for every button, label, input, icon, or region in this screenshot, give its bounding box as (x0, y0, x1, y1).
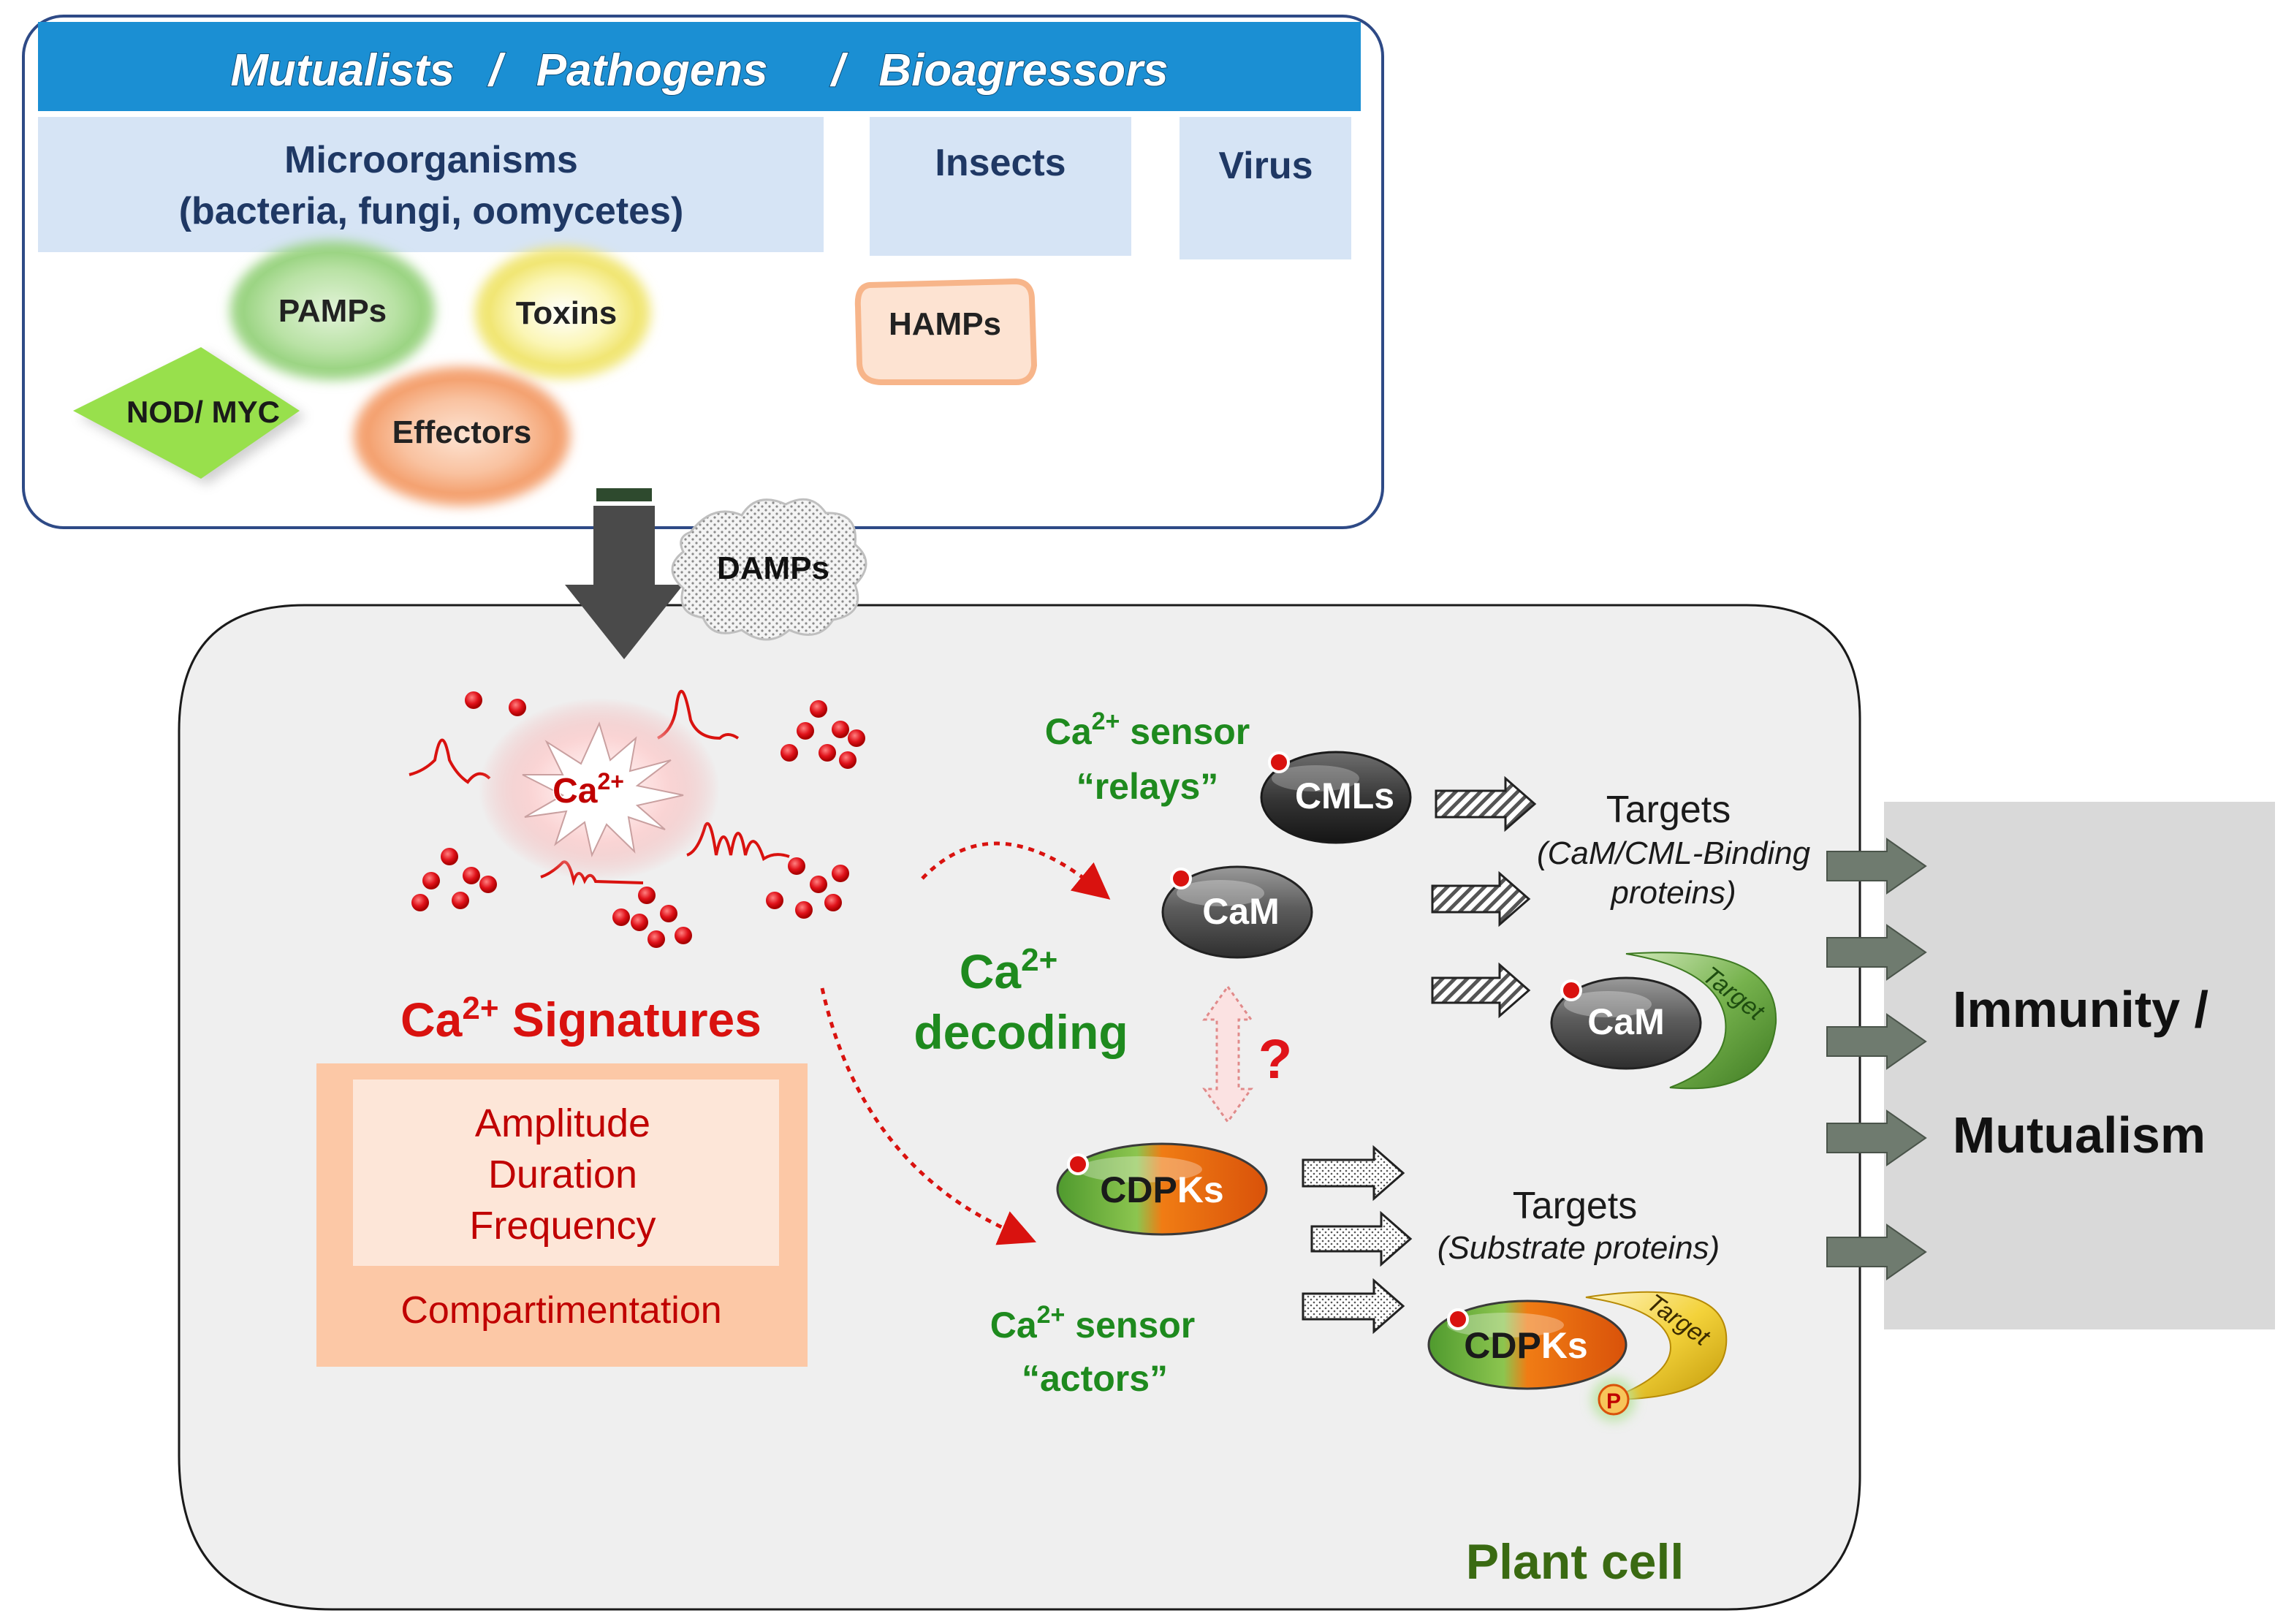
insects-label: Insects (935, 142, 1066, 184)
header-sep-1: / (487, 45, 506, 96)
nod-myc-diamond: NOD/ MYC (73, 347, 305, 485)
cam-protein: CaM (1161, 865, 1313, 959)
decoding-label: decoding (914, 1005, 1128, 1059)
decoding-ion: Ca2+ (960, 942, 1058, 998)
calcium-ions (411, 691, 865, 948)
calcium-burst-area: Ca2+ (409, 689, 865, 948)
feature-compartimentation: Compartimentation (400, 1289, 721, 1332)
plant-cell-label: Plant cell (1466, 1534, 1685, 1590)
relay-targets-sub-2: proteins) (1609, 875, 1736, 911)
hatched-arrow-1 (1435, 775, 1537, 832)
cmls-calcium-site (1268, 751, 1290, 773)
damps-label: DAMPs (717, 550, 829, 586)
calcium-starburst (522, 721, 684, 858)
relays-label-line2: “relays” (1076, 766, 1219, 807)
output-arrow-2 (1826, 924, 1927, 981)
damps-cloud: DAMPs (671, 498, 867, 641)
top-panel: Mutualists / Pathogens / Bioagressors Mi… (22, 15, 1384, 529)
hatched-arrows-relays (1431, 775, 1537, 1019)
hamps-label: HAMPs (889, 306, 1001, 342)
toxins-label: Toxins (516, 295, 618, 331)
virus-label: Virus (1218, 145, 1313, 187)
header-title: Mutualists / Pathogens / Bioagressors (230, 45, 1168, 96)
decode-arrow-actors (820, 987, 1037, 1245)
header-mutualists: Mutualists (230, 45, 455, 96)
insects-box (870, 117, 1131, 256)
cdpk-target-crescent (1585, 1291, 1728, 1400)
nod-myc-label: NOD/ MYC (126, 395, 280, 429)
output-arrows (1826, 838, 1927, 1280)
header-sep-2: / (829, 45, 848, 96)
hatched-arrow-3 (1431, 962, 1531, 1019)
actor-targets-title: Targets (1513, 1185, 1638, 1227)
decode-arrow-relays (921, 841, 1111, 900)
hatched-arrow-2 (1431, 870, 1531, 927)
output-arrow-4 (1826, 1109, 1927, 1166)
virus-box (1180, 117, 1351, 259)
microorganisms-sublabel: (bacteria, fungi, oomycetes) (179, 190, 684, 232)
cmls-protein: CMLs (1260, 751, 1412, 844)
actors-label-line2: “actors” (1022, 1358, 1168, 1399)
cdpk-target-cdpks-label: CDPKs (1464, 1325, 1588, 1366)
cam-target-cam-label: CaM (1587, 1001, 1665, 1042)
header-banner (38, 22, 1361, 111)
header-bioagressors: Bioagressors (878, 45, 1168, 96)
signatures-title: Ca2+ Signatures (400, 990, 761, 1047)
relay-targets-sub-1: (CaM/CML-Binding (1537, 835, 1811, 871)
cdpk-target-complex: Target CDPKs P (1427, 1289, 1728, 1422)
microorganisms-label: Microorganisms (284, 139, 578, 181)
feature-amplitude: Amplitude (475, 1101, 650, 1145)
pamps-blob: PAMPs (230, 241, 435, 380)
cam-target-calcium-site (1560, 979, 1582, 1001)
cdpk-target-calcium-site (1447, 1308, 1469, 1330)
dotted-arrow-1 (1302, 1145, 1405, 1202)
effectors-blob: Effectors (354, 367, 570, 506)
cam-target-crescent (1625, 952, 1777, 1090)
actor-targets-sub: (Substrate proteins) (1437, 1230, 1720, 1266)
output-arrow-5 (1826, 1223, 1927, 1280)
dotted-arrow-3 (1302, 1278, 1405, 1335)
actors-label-line1: Ca2+ sensor (990, 1301, 1196, 1346)
outcome-immunity: Immunity / (1953, 981, 2208, 1038)
relays-label-line1: Ca2+ sensor (1045, 707, 1250, 752)
cdpks-calcium-site (1067, 1153, 1089, 1175)
cam-label: CaM (1202, 891, 1280, 932)
outcome-panel: Immunity / Mutualism (1884, 802, 2275, 1329)
signal-entry-arrow (565, 488, 683, 659)
header-pathogens: Pathogens (536, 45, 768, 96)
feature-frequency: Frequency (469, 1204, 656, 1248)
output-arrow-1 (1826, 838, 1927, 895)
cdpks-label: CDPKs (1100, 1169, 1224, 1210)
outcome-mutualism: Mutualism (1953, 1107, 2206, 1164)
hamps-badge: HAMPs (854, 278, 1038, 385)
phosphorylation-badge (1598, 1384, 1630, 1416)
microorganisms-box (38, 117, 824, 252)
cam-calcium-site (1170, 868, 1192, 889)
toxins-blob: Toxins (475, 247, 650, 379)
signature-features-box: Amplitude Duration Frequency Compartimen… (316, 1063, 808, 1367)
cam-cdpk-crosstalk-arrow (1202, 984, 1253, 1124)
cdpks-protein: CDPKs (1056, 1142, 1268, 1236)
relay-targets-title: Targets (1606, 789, 1731, 831)
dotted-arrows-actors (1302, 1145, 1413, 1335)
feature-duration: Duration (488, 1153, 637, 1196)
cmls-label: CMLs (1295, 775, 1394, 816)
dotted-arrow-2 (1310, 1210, 1413, 1267)
effectors-label: Effectors (392, 414, 532, 450)
phosphorylation-label: P (1606, 1389, 1621, 1414)
pamps-label: PAMPs (278, 293, 387, 329)
output-arrow-3 (1826, 1013, 1927, 1070)
calcium-starburst-label: Ca2+ (552, 768, 624, 811)
crosstalk-question-mark: ? (1258, 1028, 1292, 1090)
